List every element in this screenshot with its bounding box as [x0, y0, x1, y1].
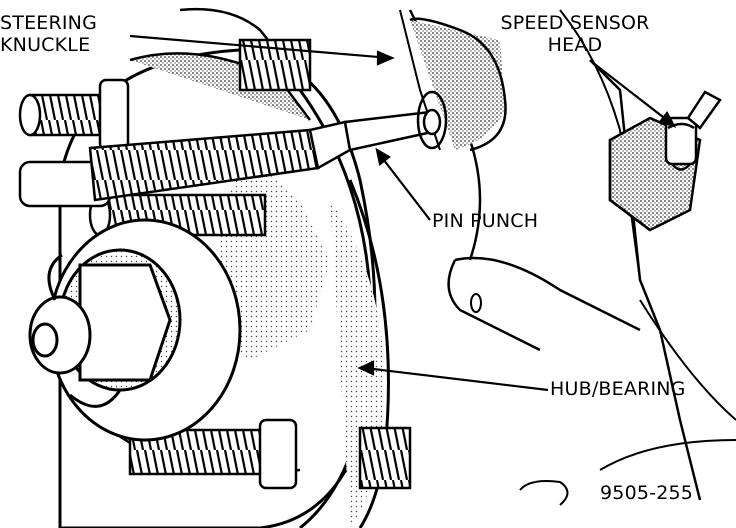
speed-sensor	[608, 90, 722, 232]
hub-center	[28, 218, 242, 442]
label-steering-knuckle-line2: KNUCKLE	[0, 34, 91, 56]
label-pin-punch: PIN PUNCH	[432, 210, 539, 232]
leader-lines	[129, 34, 677, 392]
steering-knuckle	[179, 7, 736, 506]
label-speed-sensor-head: SPEED SENSOR HEAD	[490, 12, 660, 56]
label-steering-knuckle: STEERING KNUCKLE	[0, 12, 97, 56]
figure-number: 9505-255	[600, 482, 694, 504]
label-speed-sensor-line1: SPEED SENSOR	[500, 12, 650, 34]
label-speed-sensor-line2: HEAD	[547, 34, 603, 56]
pin-punch	[18, 90, 448, 208]
label-steering-knuckle-line1: STEERING	[0, 12, 98, 34]
label-hub-bearing: HUB/BEARING	[550, 378, 686, 400]
